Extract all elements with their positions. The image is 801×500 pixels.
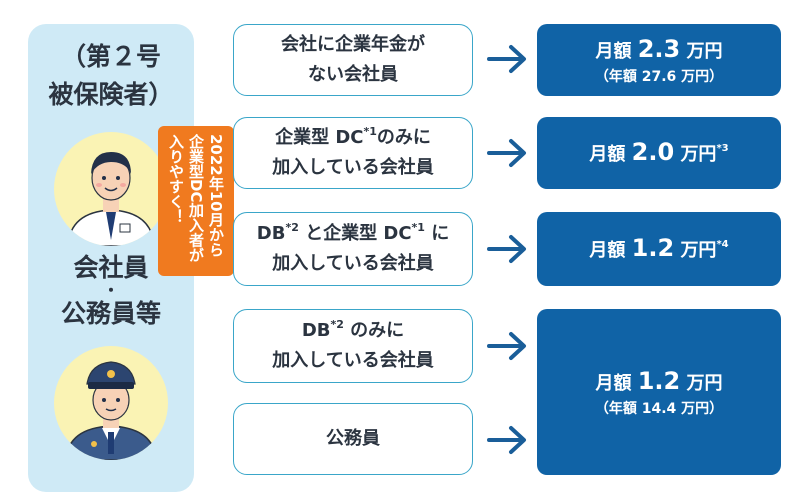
employee-line1: 会社員	[73, 253, 149, 282]
footnote-mark: *4	[716, 238, 729, 250]
employee-dot: ・	[102, 281, 119, 300]
result-limit-no-pension: 月額 2.3 万円 （年額 27.6 万円）	[537, 24, 781, 96]
badge-col2: 企業型DC加入者が	[187, 134, 205, 263]
result-prefix: 月額	[595, 372, 632, 394]
case-text: 加入している会社員	[272, 253, 434, 274]
result-prefix: 月額	[595, 40, 632, 62]
category-line1: （第２号	[60, 42, 161, 71]
result-annual: （年額 27.6 万円）	[594, 68, 724, 85]
result-limit-dc-only: 月額 2.0 万円*3	[537, 117, 781, 189]
result-prefix: 月額	[589, 239, 626, 261]
case-text: DB*2 と企業型 DC*1 に	[257, 219, 449, 249]
employee-label: 会社員 ・ 公務員等	[28, 252, 194, 330]
result-unit: 万円	[686, 40, 723, 62]
result-amount: 月額 2.3 万円	[595, 34, 722, 67]
case-text-part: 企業型 DC	[275, 127, 364, 148]
dc-eligibility-badge: 2022年10月から 企業型DC加入者が 入りやすく！	[158, 126, 234, 276]
case-no-pension: 会社に企業年金が ない会社員	[233, 24, 473, 96]
footnote-mark: *2	[330, 318, 344, 331]
arrow-right-icon	[487, 426, 526, 454]
case-text-part: と企業型 DC	[298, 223, 412, 244]
result-amount: 月額 2.0 万円*3	[589, 137, 728, 170]
arrow-right-icon	[487, 45, 526, 73]
case-text-part: DB	[256, 223, 286, 244]
result-value: 1.2	[631, 233, 675, 262]
result-unit: 万円	[680, 239, 717, 261]
result-annual: （年額 14.4 万円）	[594, 400, 724, 417]
office-worker-icon	[54, 132, 168, 246]
case-text: 加入している会社員	[272, 157, 434, 178]
case-text-part: DB	[301, 320, 331, 341]
arrow-right-icon	[487, 139, 526, 167]
case-db-and-dc: DB*2 と企業型 DC*1 に 加入している会社員	[233, 212, 473, 286]
result-prefix: 月額	[589, 143, 626, 165]
case-text: 加入している会社員	[272, 350, 434, 371]
case-text-part: に	[424, 223, 450, 244]
case-civil-servant: 公務員	[233, 403, 473, 475]
arrow-right-icon	[487, 235, 526, 263]
case-dc-only: 企業型 DC*1のみに 加入している会社員	[233, 117, 473, 189]
case-db-only: DB*2 のみに 加入している会社員	[233, 309, 473, 383]
case-text: 企業型 DC*1のみに	[275, 123, 431, 153]
case-text: 会社に企業年金が	[281, 34, 425, 55]
footnote-mark: *1	[363, 125, 377, 138]
case-text-part: のみに	[343, 320, 405, 341]
result-limit-db-and-dc: 月額 1.2 万円*4	[537, 212, 781, 286]
result-amount: 月額 1.2 万円*4	[589, 233, 728, 266]
category-label: （第２号 被保険者）	[28, 38, 194, 114]
footnote-mark: *2	[285, 221, 299, 234]
result-unit: 万円	[686, 372, 723, 394]
arrow-right-icon	[487, 332, 526, 360]
civil-servant-icon	[54, 346, 168, 460]
result-value: 1.2	[637, 366, 681, 395]
badge-col3: 入りやすく！	[167, 134, 185, 224]
case-text: 公務員	[326, 428, 380, 449]
case-text: DB*2 のみに	[302, 316, 404, 346]
result-value: 2.0	[631, 137, 675, 166]
result-amount: 月額 1.2 万円	[595, 366, 722, 399]
result-limit-db-only-and-civil-servant: 月額 1.2 万円 （年額 14.4 万円）	[537, 309, 781, 475]
result-unit: 万円	[680, 143, 717, 165]
footnote-mark: *1	[411, 221, 425, 234]
case-text-part: のみに	[376, 127, 431, 148]
footnote-mark: *3	[716, 142, 729, 154]
badge-col1: 2022年10月から	[207, 134, 225, 257]
result-value: 2.3	[637, 34, 681, 63]
category-line2: 被保険者）	[48, 80, 174, 109]
employee-line2: 公務員等	[60, 299, 161, 328]
case-text: ない会社員	[308, 64, 398, 85]
